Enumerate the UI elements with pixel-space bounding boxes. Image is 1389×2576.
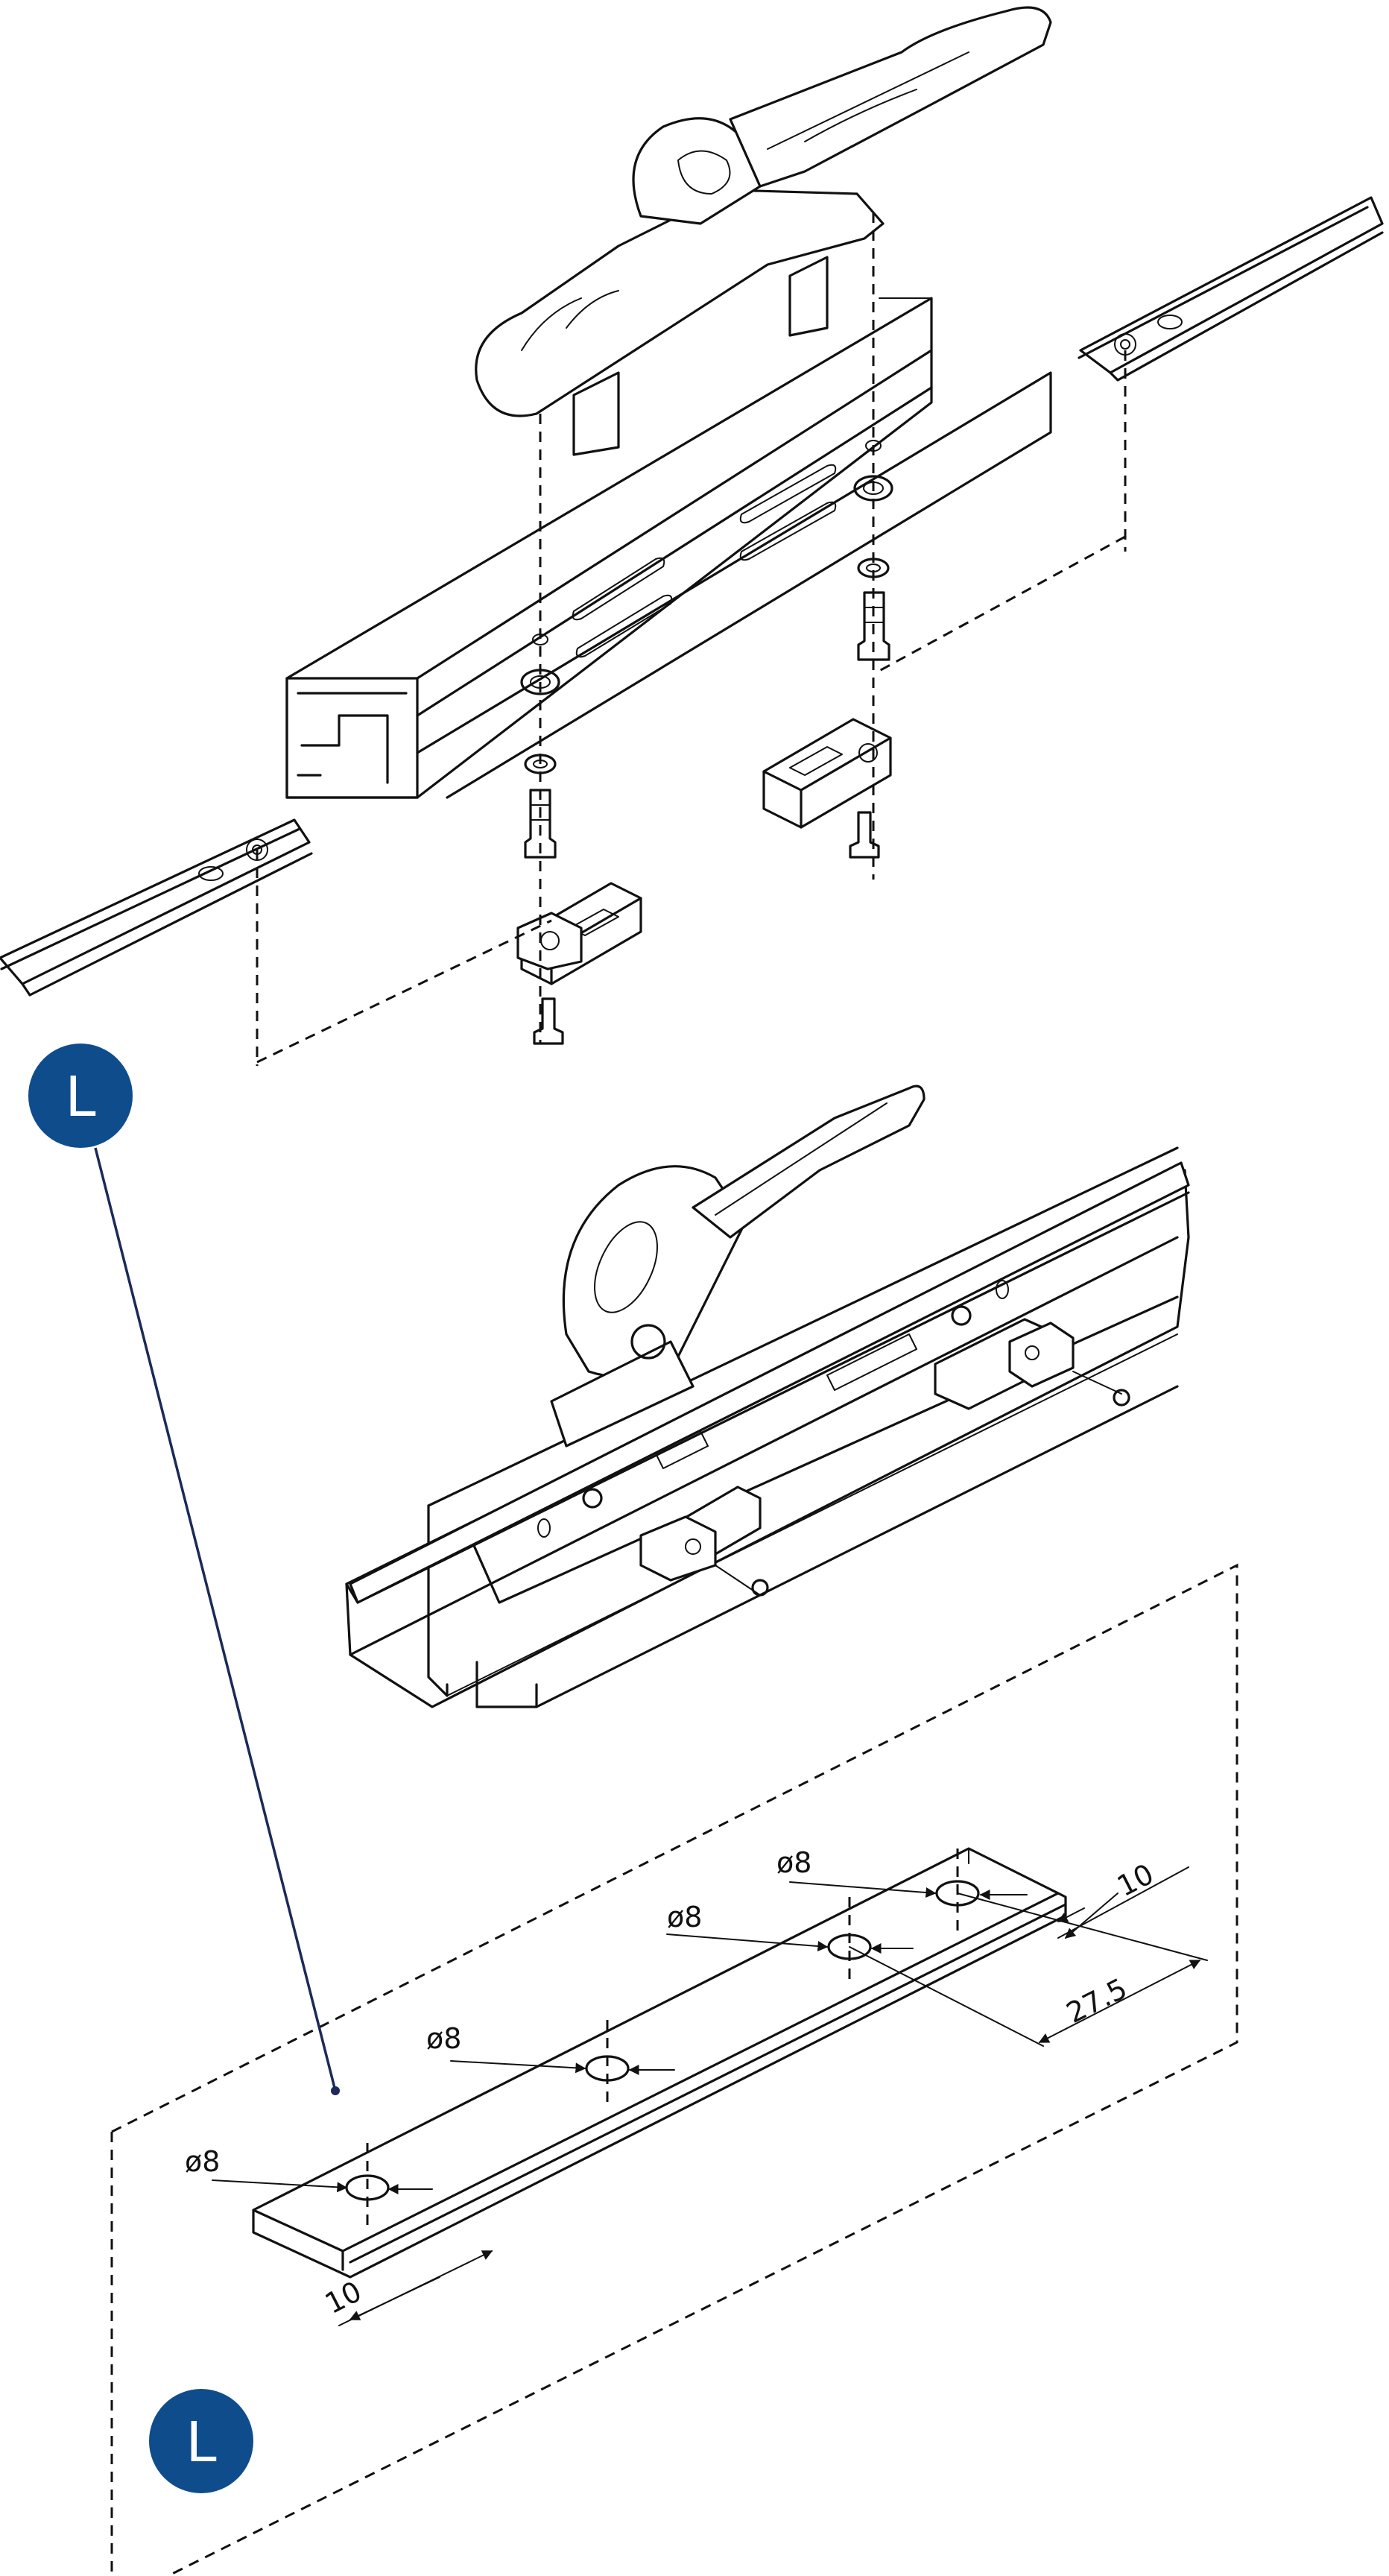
end-rail-top-left [0,818,313,997]
window-handle-top [475,6,1052,456]
detail-l-frame [110,1563,1238,2576]
dim-spacing: 27.5 [1061,1972,1132,2030]
aluminium-profile-top [285,297,1052,799]
callout-leader-line [94,1147,337,2092]
detail-l-rail [252,1847,1067,2279]
dimension-lines [212,1866,1208,2326]
dim-hole-1: ø8 [185,2145,220,2178]
callout-letter-top: L [65,1065,95,1129]
callout-leader-dot [331,2086,340,2095]
small-screw-right [849,811,880,859]
assembled-view [345,1085,1190,1708]
callout-letter-bottom: L [186,2411,216,2475]
alignment-lines-top [256,212,1127,1066]
aluminium-profile-assembled [345,1146,1190,1708]
locking-block-assembled-right [934,1305,1130,1410]
dim-edge-right: 10 [1112,1857,1159,1903]
callout-badge-top: L [28,1044,133,1148]
dim-hole-4: ø8 [776,1846,811,1879]
locking-block-right [762,718,892,829]
fastener-stack-left [520,634,560,859]
callout-badge-bottom: L [149,2389,253,2493]
dim-hole-3: ø8 [667,1901,702,1933]
small-screw-left [533,997,564,1045]
locking-block-left [516,882,642,985]
dim-hole-2: ø8 [426,2022,461,2055]
window-handle-assembled [550,1085,926,1448]
exploded-view-top [0,6,1384,1066]
locking-block-assembled-left [582,1486,769,1597]
dim-edge-left: 10 [320,2275,367,2320]
